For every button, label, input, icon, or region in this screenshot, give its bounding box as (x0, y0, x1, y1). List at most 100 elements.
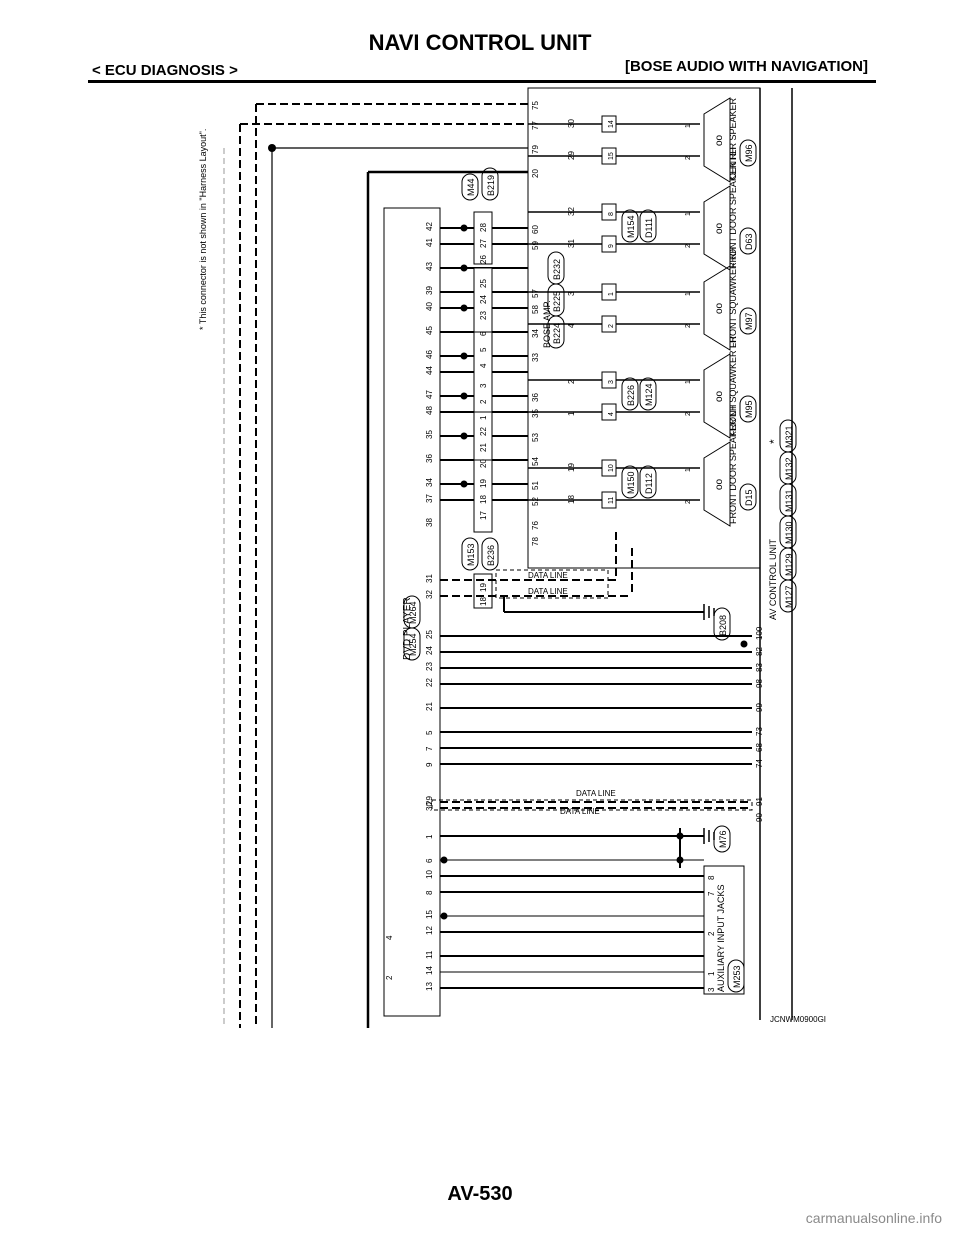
inline-pin-label: 18 (479, 597, 488, 606)
av-pin-label: 82 (755, 647, 764, 656)
amp-pin-label: 33 (531, 353, 540, 362)
inline-pin-label: 18 (479, 495, 488, 504)
speaker-pin-label: 1 (685, 212, 692, 216)
connector-m321: M321 (779, 419, 797, 453)
dvd-player-box (383, 207, 441, 1017)
junction-pin-label: 8 (608, 212, 615, 216)
connector-id-text: B208 (718, 615, 728, 636)
header-rule (88, 80, 876, 83)
connector-m95: M95 (739, 395, 757, 423)
connector-m124: M124 (639, 377, 657, 411)
speaker-glyph: oo (714, 302, 725, 314)
inline-pin-label: 24 (479, 295, 488, 304)
dvd-pin-label: 4 (385, 935, 394, 940)
dvd-pin-label: 42 (425, 222, 434, 231)
connector-id-text: M95 (744, 400, 754, 418)
speaker-name: FRONT SQUAWKER LH (728, 336, 738, 436)
connector-id-text: D112 (644, 473, 654, 494)
amp-pin-label: 75 (531, 101, 540, 110)
dvd-pin-label: 6 (425, 858, 434, 863)
inline-pin-label: 25 (479, 279, 488, 288)
dvd-pin-label: 23 (425, 662, 434, 671)
connector-d63: D63 (739, 227, 757, 255)
aux-pin-label: 1 (707, 971, 716, 976)
dvd-pin-label: 35 (425, 430, 434, 439)
connector-id-text: M127 (784, 585, 794, 608)
inline-pin-label: 2 (479, 399, 488, 404)
connector-id-text: M253 (732, 965, 742, 988)
speaker-name: FRONT DOOR SPEAKER RH (728, 147, 738, 268)
data-line-box (495, 569, 609, 599)
speaker-pin-label: 2 (685, 412, 692, 416)
connector-id-text: M321 (784, 425, 794, 448)
av-control-unit-label: AV CONTROL UNIT (768, 538, 778, 620)
speaker-pin-label: 2 (685, 156, 692, 160)
connector-d111: D111 (639, 209, 657, 243)
speaker-pin-label: 4 (567, 323, 576, 328)
connector-m127: M127 (779, 579, 797, 613)
speaker-glyph: oo (714, 134, 725, 146)
inline-block (473, 211, 493, 265)
image-code: JCNWM0900GI (770, 1015, 826, 1024)
dvd-pin-label: 13 (425, 982, 434, 991)
av-pin-label: 83 (755, 663, 764, 672)
junction-dot (460, 432, 468, 440)
speaker-pin-label: 2 (685, 500, 692, 504)
connector-id-text: M153 (466, 543, 476, 566)
speaker-pin-label: 1 (685, 380, 692, 384)
junction-dot (460, 264, 468, 272)
connector-id-text: M154 (626, 215, 636, 238)
junction-pin-label: 14 (608, 120, 615, 128)
connector-id-text: M254 (408, 633, 418, 656)
amp-pin-label: 60 (531, 225, 540, 234)
inline-block (473, 459, 493, 533)
dvd-pin-label: 25 (425, 630, 434, 639)
connector-id-text: B236 (486, 545, 496, 566)
connector-m153: M153 (461, 537, 479, 571)
inline-pin-label: 6 (479, 331, 488, 336)
junction-pin-label: 2 (608, 324, 615, 328)
amp-pin-label: 35 (531, 409, 540, 418)
speaker-name: CENTER SPEAKER (728, 97, 738, 180)
dvd-pin-label: 29 (425, 796, 434, 805)
connector-id-text: B232 (552, 259, 562, 280)
dvd-pin-label: 41 (425, 238, 434, 247)
aux-pin-label: 2 (707, 931, 716, 936)
dvd-pin-label: 9 (425, 762, 434, 767)
dvd-pin-label: 38 (425, 518, 434, 527)
dvd-pin-label: 36 (425, 454, 434, 463)
inline-pin-label: 21 (479, 443, 488, 452)
connector-id-text: M132 (784, 457, 794, 480)
connector-b232: B232 (547, 251, 565, 285)
connector-id-text: D15 (744, 489, 754, 506)
inline-pin-label: 1 (479, 415, 488, 420)
dvd-pin-label: 30 (425, 802, 434, 811)
dvd-pin-label: 11 (425, 950, 434, 959)
junction-dot (460, 480, 468, 488)
dvd-player-label: DVD PLAYER (402, 597, 413, 660)
rotated-labels: 4241433940454644474835363437383132252423… (198, 97, 826, 1024)
dvd-pin-label: 22 (425, 678, 434, 687)
aux-input-label: AUXILIARY INPUT JACKS (716, 884, 726, 992)
av-pin-label: 90 (755, 813, 764, 822)
speaker-pin-label: 30 (567, 119, 576, 128)
dvd-pin-label: 40 (425, 302, 434, 311)
junction-pin-label: 9 (608, 244, 615, 248)
connector-m130: M130 (779, 515, 797, 549)
speaker-pin-label: 1 (685, 292, 692, 296)
aux-pin-label: 8 (707, 875, 716, 880)
junction-dot (460, 304, 468, 312)
connector-m132: M132 (779, 451, 797, 485)
speaker-pin-label: 19 (567, 463, 576, 472)
inline-pin-label: 27 (479, 239, 488, 248)
connector-m154: M154 (621, 209, 639, 243)
speaker-pin-label: 29 (567, 151, 576, 160)
data-line-label: DATA LINE (560, 807, 600, 816)
dvd-pin-label: 5 (425, 730, 434, 735)
dvd-pin-label: 39 (425, 286, 434, 295)
dvd-pin-label: 48 (425, 406, 434, 415)
connector-id-text: B224 (552, 323, 562, 344)
inline-pin-label: 22 (479, 427, 488, 436)
